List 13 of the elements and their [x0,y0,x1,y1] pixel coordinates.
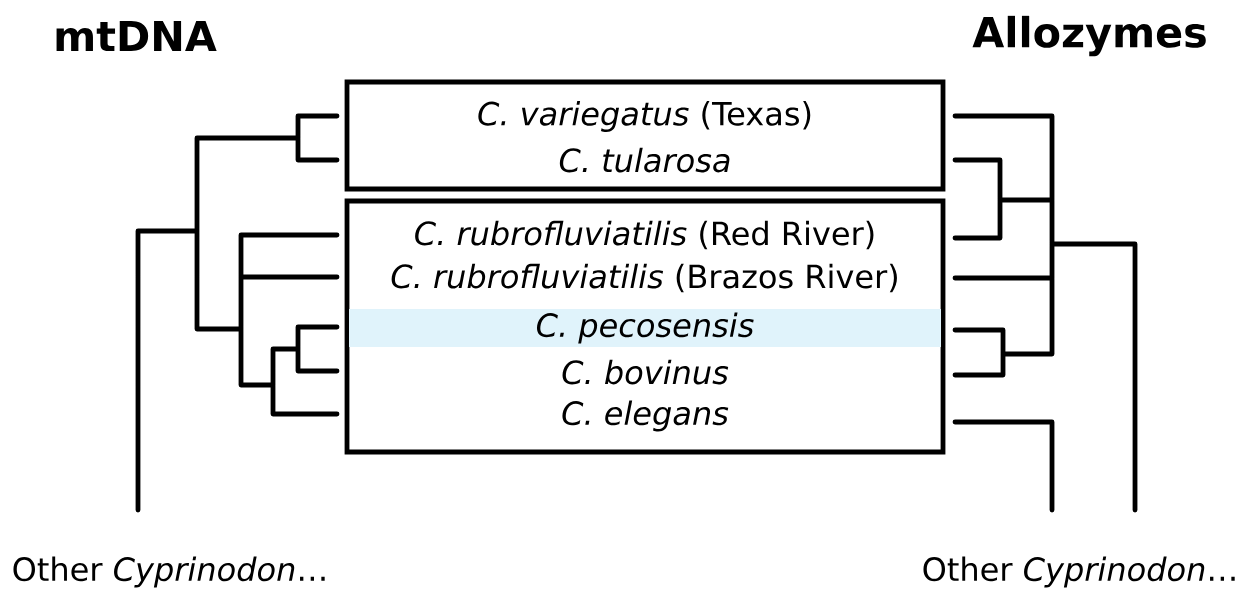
species-label: C. variegatus (Texas) [478,101,811,132]
tree-title: mtDNA [56,20,217,52]
group-box [344,198,946,455]
taxon-label: Other Cyprinodon… [923,556,1235,588]
taxon-label: Other Cyprinodon… [13,556,325,588]
group-box [344,79,946,192]
species-label: C. rubrofluviatilis (Brazos River) [391,263,897,293]
highlighted-species-label: C. pecosensis [349,309,941,347]
tree-title: Allozymes [972,15,1206,57]
species-label: C. bovinus [562,359,729,385]
species-label: C. elegans [562,400,729,432]
species-label: C. rubrofluviatilis (Red River) [415,220,874,250]
species-label: C. tularosa [559,147,730,173]
